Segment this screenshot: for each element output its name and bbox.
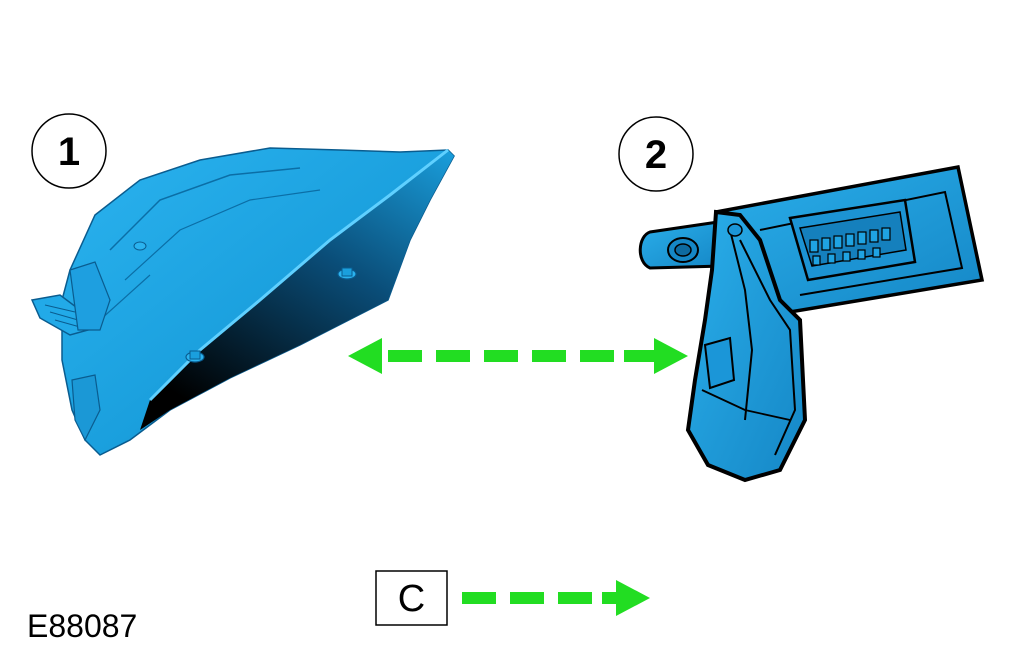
part-2-connector	[638, 164, 985, 483]
legend-box	[375, 570, 448, 626]
callout-1: 1	[31, 113, 107, 189]
mounting-pin	[185, 350, 205, 363]
legend-arrow-icon	[462, 580, 650, 616]
mounting-pin	[337, 267, 357, 280]
part-1-housing	[30, 147, 455, 456]
legend: C	[375, 570, 650, 626]
figure-id: E88087	[27, 608, 137, 644]
callout-2-label: 2	[645, 133, 667, 177]
legend-label: C	[398, 578, 425, 620]
mounting-pin	[133, 241, 147, 251]
callout-2: 2	[618, 116, 694, 192]
connection-arrow-icon	[348, 338, 688, 374]
callout-1-label: 1	[58, 130, 80, 174]
connector-pins	[809, 227, 891, 266]
